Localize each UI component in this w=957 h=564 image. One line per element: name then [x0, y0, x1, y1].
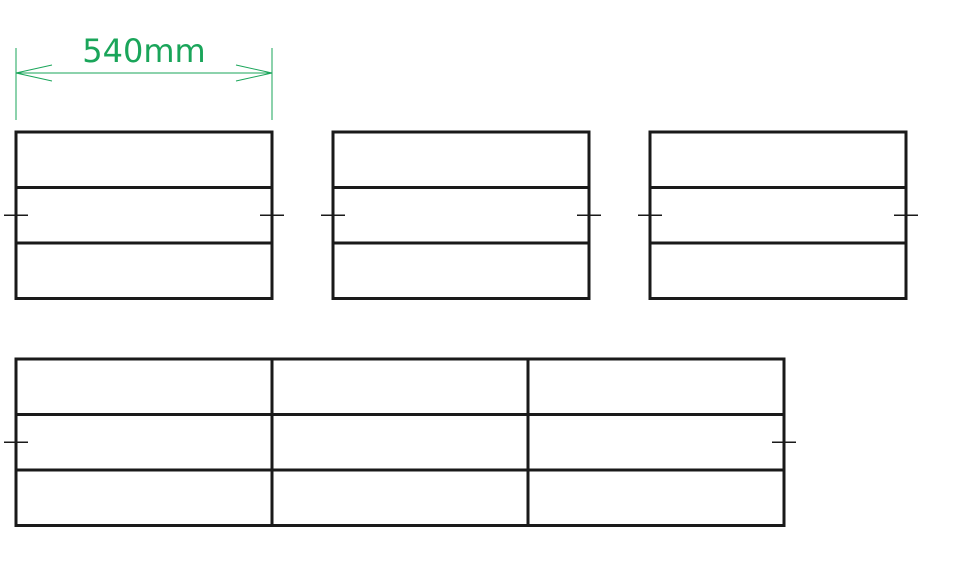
unit-outline: [14, 130, 274, 300]
bench-unit-unit-3: [638, 130, 918, 300]
dimension-annotation: 540mm: [15, 32, 273, 120]
bench-unit-unit-1: [4, 130, 284, 300]
unit-outline: [648, 130, 908, 300]
dimension-label: 540mm: [82, 32, 205, 70]
bench-unit-unit-combined: [4, 357, 796, 527]
unit-outline: [331, 130, 591, 300]
modules: [4, 130, 918, 527]
unit-outline: [14, 357, 786, 527]
dimension-arrow-left: [15, 64, 53, 82]
dimension-arrow-right: [235, 64, 273, 82]
bench-unit-unit-2: [321, 130, 601, 300]
